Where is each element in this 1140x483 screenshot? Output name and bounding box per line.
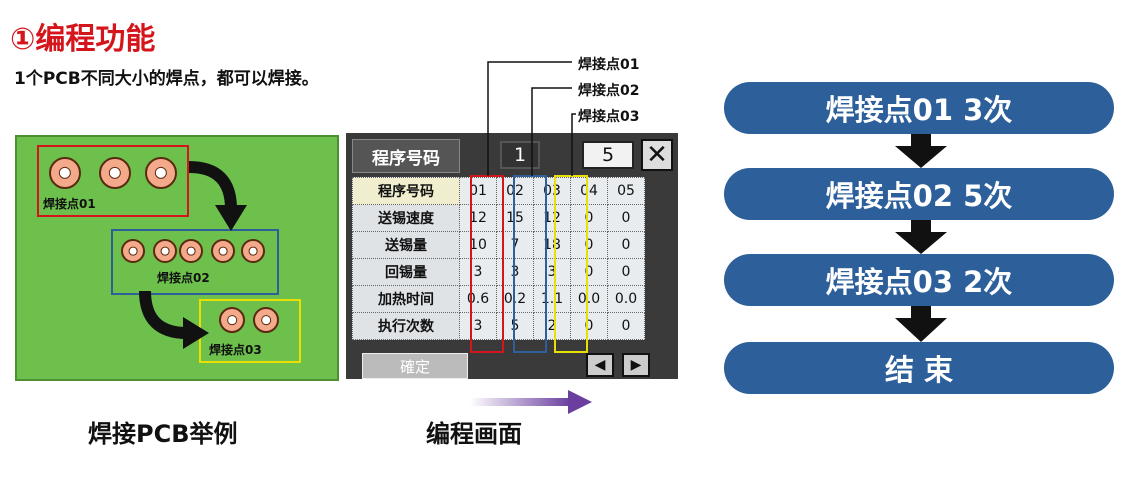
row-header: 加热时间: [352, 285, 460, 313]
table-cell[interactable]: 0.0: [607, 285, 645, 313]
table-cell[interactable]: 01: [459, 177, 497, 205]
column-highlight-03: [554, 175, 588, 353]
solder-pad: [211, 239, 235, 263]
pcb-board: 焊接点01 焊接点02 焊接点03: [15, 135, 339, 381]
callout-lines: [487, 61, 576, 176]
table-cell[interactable]: 12: [533, 204, 571, 232]
pcb-caption: 焊接PCB举例: [88, 420, 238, 448]
table-cell[interactable]: 04: [570, 177, 608, 205]
table-row: 程序号码 01 02 03 04 05: [352, 177, 645, 205]
callout-label-01: 焊接点01: [578, 57, 640, 73]
curved-arrow-icon: [139, 290, 209, 349]
column-highlight-02: [513, 175, 547, 353]
table-cell[interactable]: 0.0: [570, 285, 608, 313]
row-header: 送锡量: [352, 231, 460, 259]
table-cell[interactable]: 0: [607, 312, 645, 340]
column-highlight-01: [470, 175, 504, 353]
flow-step-03: 焊接点03 2次: [724, 254, 1114, 306]
table-row: 回锡量 3 3 3 0 0: [352, 258, 645, 286]
table-row: 送锡速度 12 15 12 0 0: [352, 204, 645, 232]
screen-header: 程序号码: [352, 139, 460, 173]
solder-group-label: 焊接点03: [209, 343, 262, 357]
gradient-arrow-icon: [470, 390, 592, 414]
table-cell[interactable]: 3: [459, 312, 497, 340]
solder-pad: [99, 157, 131, 189]
row-header: 回锡量: [352, 258, 460, 286]
table-cell[interactable]: 0.6: [459, 285, 497, 313]
table-row: 送锡量 10 7 18 0 0: [352, 231, 645, 259]
table-cell[interactable]: 0: [607, 204, 645, 232]
solder-group-label: 焊接点02: [157, 271, 210, 285]
table-cell[interactable]: 03: [533, 177, 571, 205]
table-cell[interactable]: 1.1: [533, 285, 571, 313]
table-row: 执行次数 3 5 2 0 0: [352, 312, 645, 340]
section-title: ①编程功能: [10, 22, 156, 57]
solder-group-label: 焊接点01: [43, 197, 96, 211]
row-header: 执行次数: [352, 312, 460, 340]
flow-step-end: 结 束: [724, 342, 1114, 394]
confirm-button[interactable]: 確定: [362, 353, 468, 379]
table-cell[interactable]: 0: [607, 258, 645, 286]
solder-pad: [179, 239, 203, 263]
arrow-right-icon[interactable]: ▶: [622, 353, 650, 377]
down-arrow-icon: [895, 220, 947, 254]
callout-label-02: 焊接点02: [578, 83, 640, 99]
down-arrow-icon: [895, 134, 947, 168]
screen-caption: 编程画面: [426, 420, 522, 448]
flow-step-02: 焊接点02 5次: [724, 168, 1114, 220]
table-cell[interactable]: 12: [459, 204, 497, 232]
table-cell[interactable]: 05: [607, 177, 645, 205]
program-screen: 程序号码 1 5 ✕ 程序号码 01 02 03 04 05 送锡速度 12 1…: [346, 133, 678, 379]
row-header: 程序号码: [352, 177, 460, 205]
program-table: 程序号码 01 02 03 04 05 送锡速度 12 15 12 0 0 送锡…: [352, 177, 645, 340]
flow-step-01: 焊接点01 3次: [724, 82, 1114, 134]
step-number-field[interactable]: 5: [582, 141, 634, 169]
solder-pad: [49, 157, 81, 189]
solder-group-01: 焊接点01: [37, 145, 189, 217]
solder-pad: [219, 307, 245, 333]
curved-arrow-icon: [188, 161, 247, 231]
program-number-field[interactable]: 1: [500, 141, 540, 169]
solder-pad: [153, 239, 177, 263]
solder-group-02: 焊接点02: [111, 229, 279, 295]
table-row: 加热时间 0.6 0.2 1.1 0.0 0.0: [352, 285, 645, 313]
down-arrow-icon: [895, 306, 947, 342]
row-header: 送锡速度: [352, 204, 460, 232]
arrow-left-icon[interactable]: ◀: [586, 353, 614, 377]
callout-label-03: 焊接点03: [578, 109, 640, 125]
solder-pad: [241, 239, 265, 263]
solder-pad: [121, 239, 145, 263]
close-icon[interactable]: ✕: [641, 139, 673, 171]
solder-pad: [145, 157, 177, 189]
solder-pad: [253, 307, 279, 333]
table-cell[interactable]: 18: [533, 231, 571, 259]
table-cell[interactable]: 0: [607, 231, 645, 259]
section-subtitle: 1个PCB不同大小的焊点，都可以焊接。: [14, 69, 319, 89]
